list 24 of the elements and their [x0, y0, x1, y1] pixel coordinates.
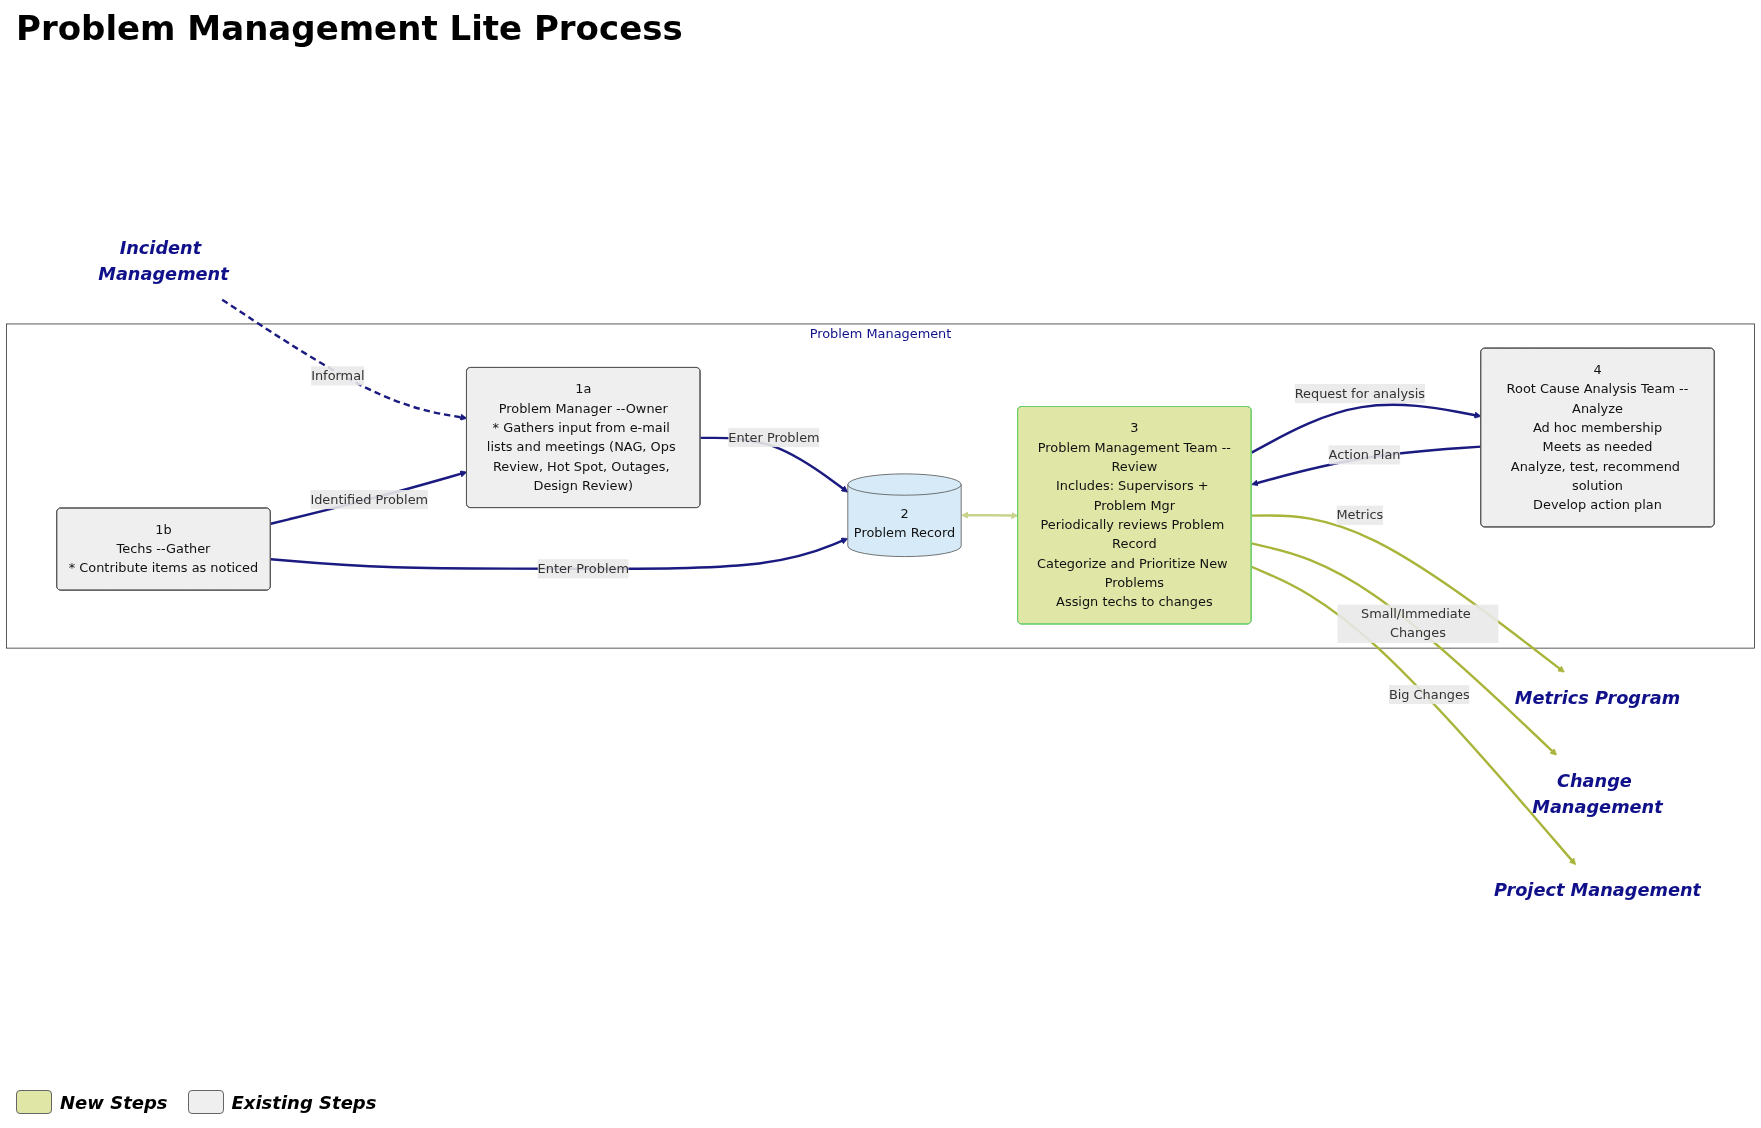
- edge-label: Metrics: [1336, 507, 1384, 523]
- edge-label: Request for analysis: [1294, 385, 1426, 401]
- arrow: [1251, 565, 1576, 866]
- edge-label: Identified Problem: [310, 491, 429, 507]
- arrow: [1251, 542, 1557, 756]
- node-text: Project Management: [1493, 880, 1702, 901]
- node-text: Metrics Program: [1514, 687, 1681, 708]
- edge-label: Informal: [311, 367, 365, 384]
- node-text: Incident Management: [98, 237, 229, 285]
- edge-label: Action Plan: [1328, 446, 1401, 463]
- arrow: [1251, 445, 1482, 487]
- legend-label: New Steps: [60, 1091, 168, 1113]
- node-text: Change Management: [1532, 770, 1663, 818]
- arrow: [270, 470, 468, 525]
- edge-label: Enter Problem: [728, 429, 820, 445]
- arrow: [961, 511, 1019, 520]
- edge-label: Small/Immediate Changes: [1361, 606, 1471, 641]
- arrow: [1251, 514, 1565, 673]
- edge-label: Big Changes: [1388, 686, 1470, 702]
- arrow: [221, 298, 468, 421]
- diagram-title: Problem Management Lite Process: [16, 8, 684, 48]
- legend-label: Existing Steps: [231, 1091, 377, 1113]
- edge-label: Enter Problem: [537, 560, 629, 577]
- arrow: [1251, 403, 1482, 454]
